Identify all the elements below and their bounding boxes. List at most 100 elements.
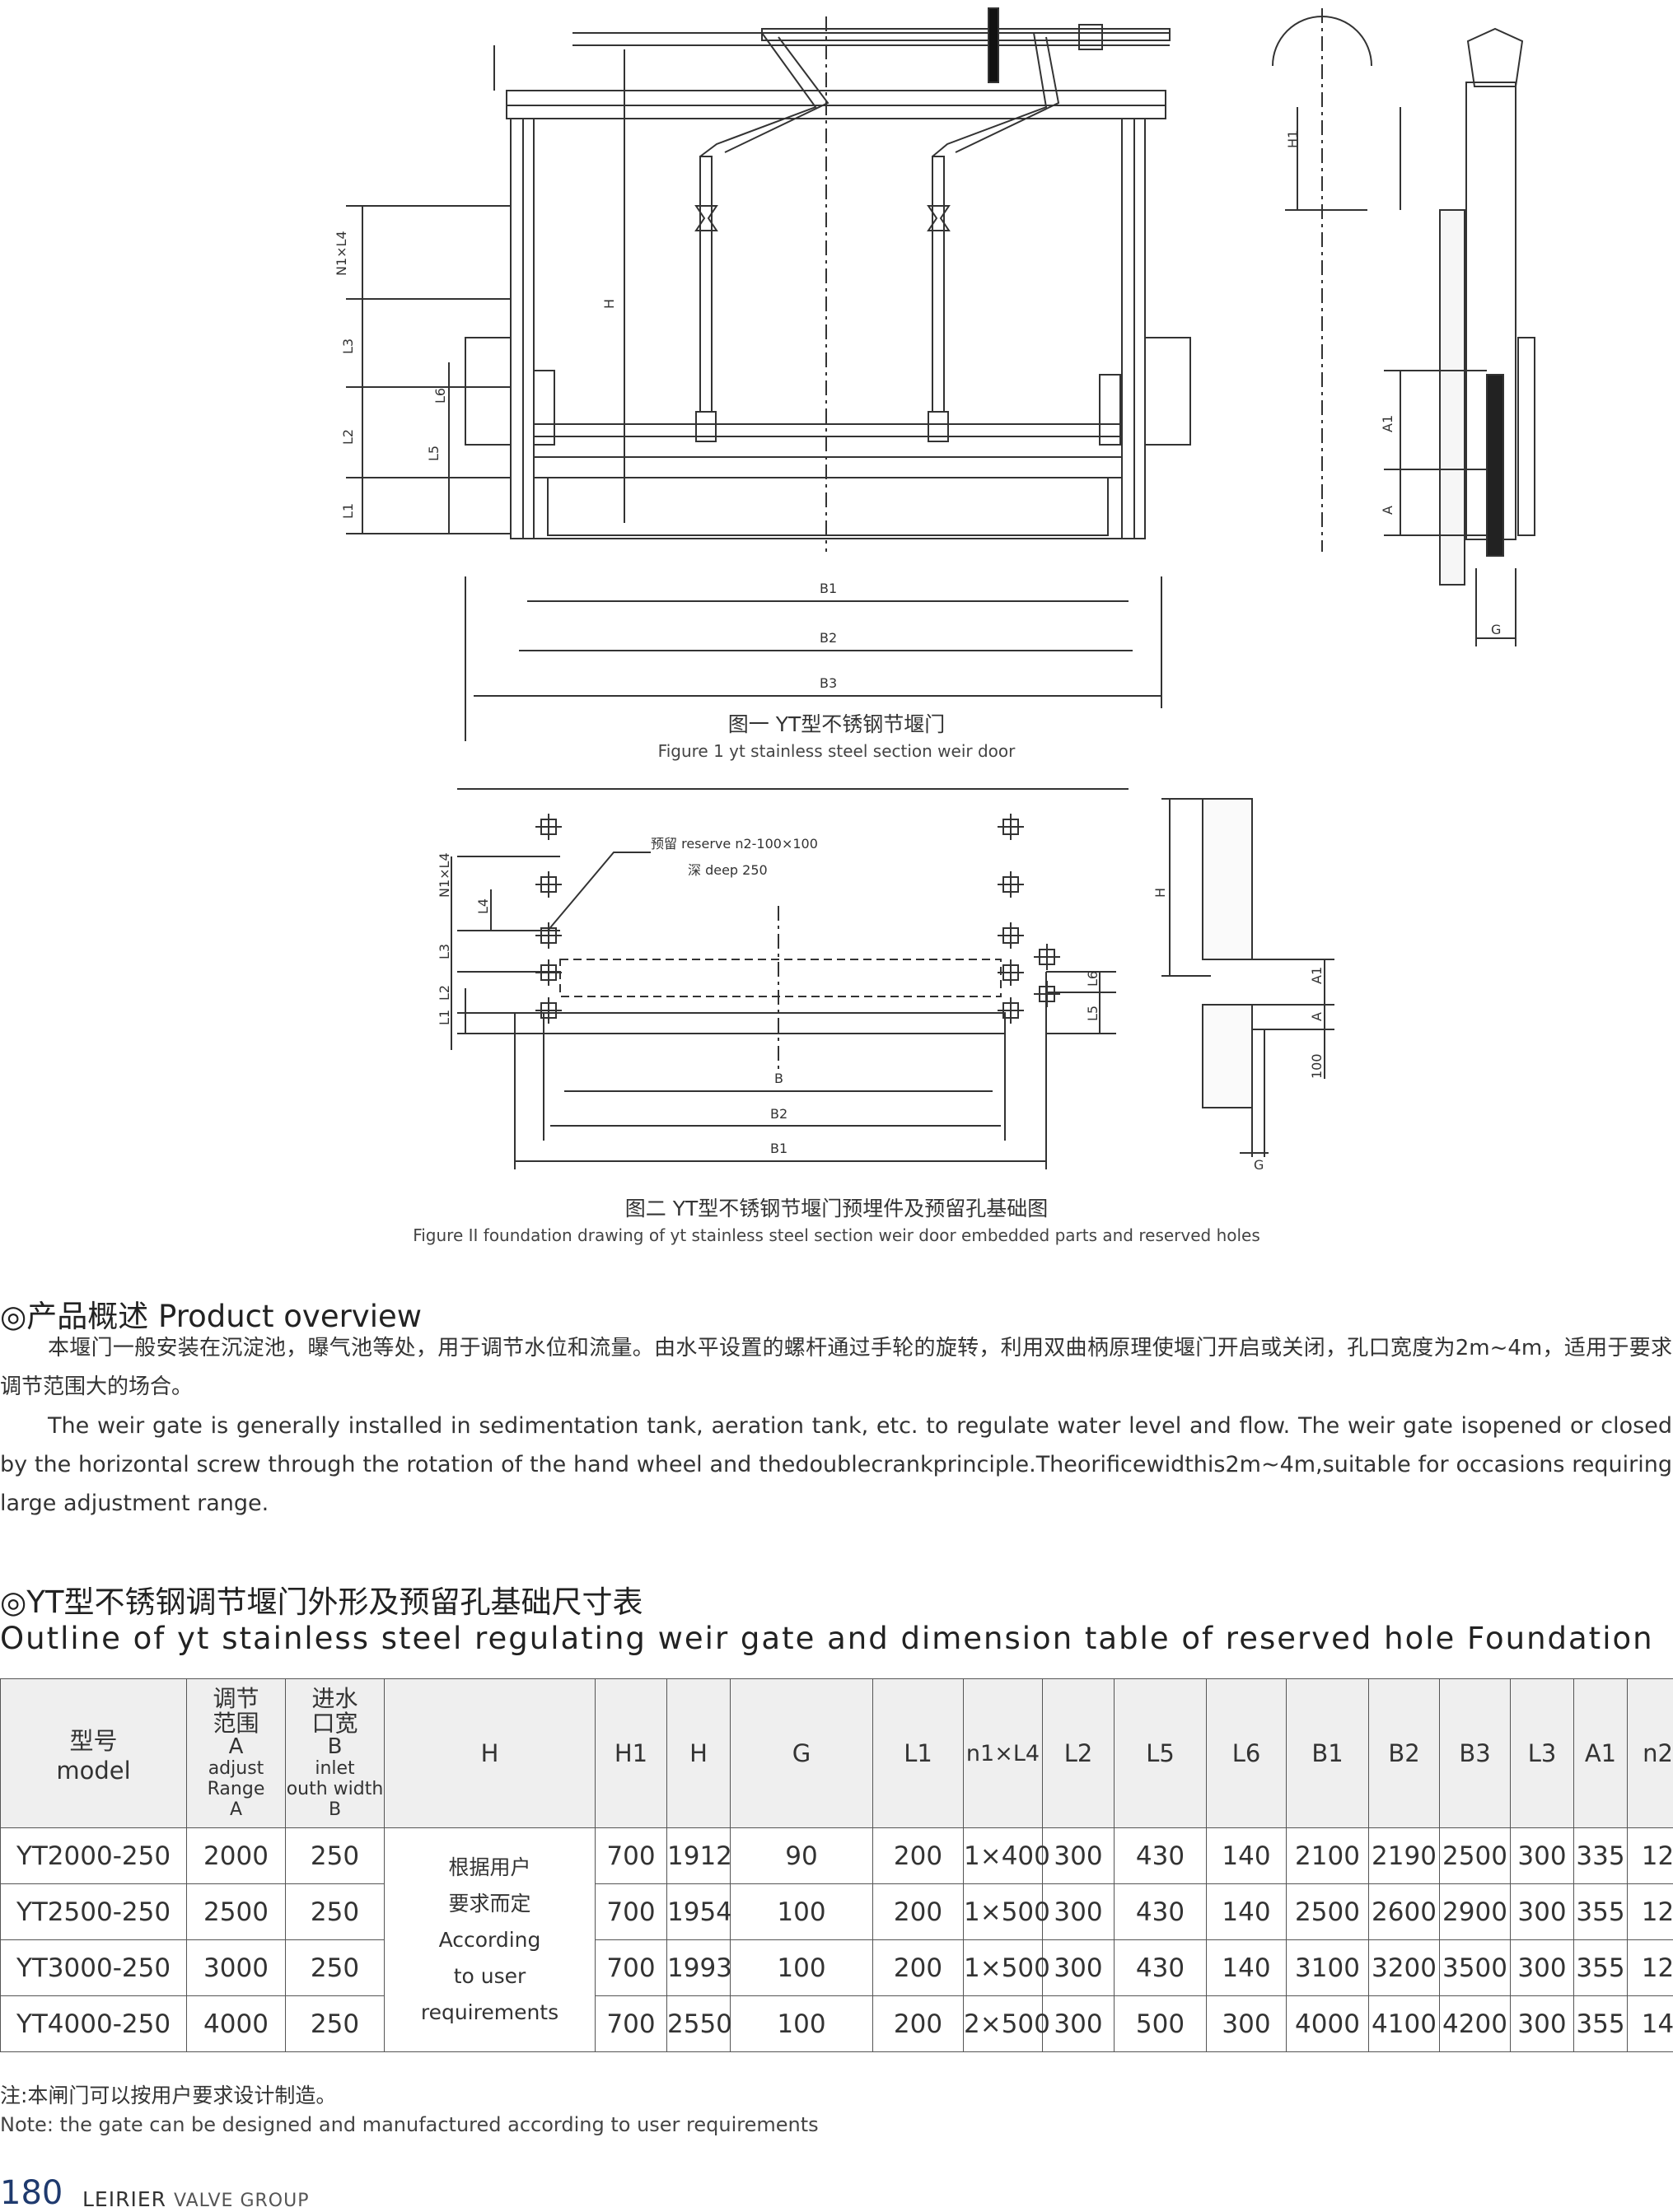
cell: 300 <box>1511 1828 1574 1884</box>
cell: 300 <box>1043 1828 1115 1884</box>
cell: 300 <box>1207 1996 1287 2052</box>
cell: 300 <box>1043 1940 1115 1996</box>
cell: 250 <box>286 1996 385 2052</box>
header-a-sym: A <box>187 1736 285 1758</box>
merged-cn2: 要求而定 <box>385 1886 595 1922</box>
cell: 2500 <box>1287 1884 1369 1940</box>
header-col: H <box>667 1679 731 1828</box>
cell: 1954 <box>667 1884 731 1940</box>
cell: 355 <box>1574 1940 1628 1996</box>
cell: 700 <box>596 1940 667 1996</box>
header-model: 型号 model <box>1 1679 187 1828</box>
header-b-cn2: 口宽 <box>286 1711 384 1736</box>
header-col: B2 <box>1369 1679 1440 1828</box>
cell: 12 <box>1628 1828 1673 1884</box>
table-title-en: Outline of yt stainless steel regulating… <box>0 1621 1654 1656</box>
brand-footer: LEIRIER VALVE GROUP <box>82 2187 309 2211</box>
cell: 700 <box>596 1996 667 2052</box>
svg-text:L1: L1 <box>437 1010 452 1025</box>
svg-text:B2: B2 <box>770 1106 787 1122</box>
cell: 3500 <box>1440 1940 1511 1996</box>
header-col: L5 <box>1115 1679 1207 1828</box>
cell: 430 <box>1115 1828 1207 1884</box>
cell: 2500 <box>1440 1828 1511 1884</box>
cell: 1×500 <box>964 1940 1043 1996</box>
header-col: H <box>385 1679 596 1828</box>
cell: 4100 <box>1369 1996 1440 2052</box>
table-row: YT4000-250 4000 250 700 2550 100 200 2×5… <box>1 1996 1673 2052</box>
cell: 200 <box>873 1940 964 1996</box>
cell: 250 <box>286 1940 385 1996</box>
svg-text:N1×L4: N1×L4 <box>437 852 452 898</box>
header-inlet-width: 进水 口宽 B inlet outh width B <box>286 1679 385 1828</box>
header-b-cn1: 进水 <box>286 1687 384 1711</box>
header-col: n1×L4 <box>964 1679 1043 1828</box>
cell: 12 <box>1628 1884 1673 1940</box>
figure-2-caption-en: Figure II foundation drawing of yt stain… <box>0 1225 1673 1245</box>
note-en: Note: the gate can be designed and manuf… <box>0 2113 819 2136</box>
header-model-en: model <box>1 1757 186 1785</box>
cell: 1×500 <box>964 1884 1043 1940</box>
cell: 430 <box>1115 1940 1207 1996</box>
header-adjust-range: 调节 范围 A adjust Range A <box>187 1679 286 1828</box>
cell: 2900 <box>1440 1884 1511 1940</box>
header-col: L2 <box>1043 1679 1115 1828</box>
svg-text:H: H <box>1152 888 1168 898</box>
cell: 355 <box>1574 1996 1628 2052</box>
header-model-cn: 型号 <box>1 1722 186 1757</box>
table-row: YT3000-250 3000 250 700 1993 100 200 1×5… <box>1 1940 1673 1996</box>
cell-model: YT3000-250 <box>1 1940 187 1996</box>
cell-h-according-to-user: 根据用户 要求而定 According to user requirements <box>385 1828 596 2052</box>
cell: 700 <box>596 1828 667 1884</box>
header-b-en2: outh width <box>286 1779 384 1799</box>
overview-paragraphs: 本堰门一般安装在沉淀池，曝气池等处，用于调节水位和流量。由水平设置的螺杆通过手轮… <box>0 1329 1672 1523</box>
cell: 2100 <box>1287 1828 1369 1884</box>
header-col: L3 <box>1511 1679 1574 1828</box>
cell: 3200 <box>1369 1940 1440 1996</box>
cell: 200 <box>873 1996 964 2052</box>
merged-en2: to user <box>385 1958 595 1995</box>
header-a-sym2: A <box>187 1799 285 1820</box>
header-b-en1: inlet <box>286 1758 384 1779</box>
cell: 300 <box>1511 1996 1574 2052</box>
cell: 2600 <box>1369 1884 1440 1940</box>
header-col: B1 <box>1287 1679 1369 1828</box>
merged-en1: According <box>385 1922 595 1958</box>
cell: 200 <box>873 1884 964 1940</box>
cell: 90 <box>731 1828 873 1884</box>
cell: 3100 <box>1287 1940 1369 1996</box>
svg-text:100: 100 <box>1309 1053 1325 1079</box>
header-a-cn1: 调节 <box>187 1687 285 1711</box>
svg-text:B: B <box>774 1071 783 1086</box>
cell: 335 <box>1574 1828 1628 1884</box>
merged-cn1: 根据用户 <box>385 1850 595 1886</box>
table-row: YT2500-250 2500 250 700 1954 100 200 1×5… <box>1 1884 1673 1940</box>
cell-model: YT2000-250 <box>1 1828 187 1884</box>
brand-sub: VALVE GROUP <box>174 2191 310 2211</box>
cell: 200 <box>873 1828 964 1884</box>
merged-en3: requirements <box>385 1995 595 2031</box>
cell: 100 <box>731 1884 873 1940</box>
header-a-cn2: 范围 <box>187 1711 285 1736</box>
cell: 2×500 <box>964 1996 1043 2052</box>
cell: 100 <box>731 1996 873 2052</box>
cell: 140 <box>1207 1828 1287 1884</box>
cell: 4000 <box>1287 1996 1369 2052</box>
header-col: L1 <box>873 1679 964 1828</box>
cell: 300 <box>1043 1996 1115 2052</box>
cell: 12 <box>1628 1940 1673 1996</box>
cell: 250 <box>286 1828 385 1884</box>
svg-text:L4: L4 <box>475 898 491 914</box>
cell: 2000 <box>187 1828 286 1884</box>
table-header-row: 型号 model 调节 范围 A adjust Range A 进水 口宽 B … <box>1 1679 1673 1828</box>
cell: 300 <box>1511 1940 1574 1996</box>
brand-name: LEIRIER <box>82 2187 166 2211</box>
page-number: 180 <box>0 2174 63 2212</box>
cell: 2500 <box>187 1884 286 1940</box>
svg-text:L2: L2 <box>437 985 452 1001</box>
header-col: H1 <box>596 1679 667 1828</box>
header-b-sym: B <box>286 1736 384 1758</box>
cell: 100 <box>731 1940 873 1996</box>
svg-text:L5: L5 <box>1085 1006 1101 1021</box>
cell-model: YT2500-250 <box>1 1884 187 1940</box>
